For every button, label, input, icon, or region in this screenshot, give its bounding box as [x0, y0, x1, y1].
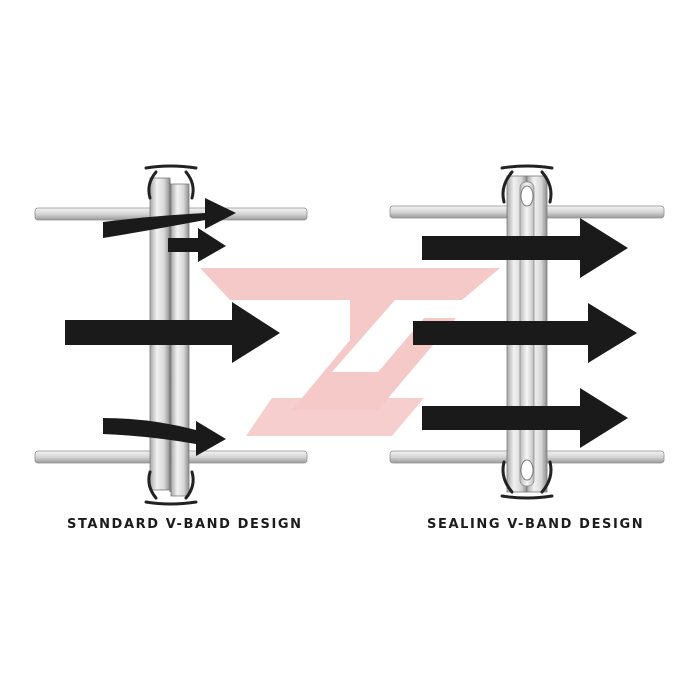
sealing-vband-caption: SEALING V-BAND DESIGN	[427, 517, 645, 532]
sealing-vband-illustration	[389, 164, 665, 500]
left-clamp	[144, 164, 198, 506]
left-flow-arrows	[65, 198, 280, 456]
flow-arrow-upper-small	[168, 228, 226, 262]
seal-ring-top	[520, 185, 534, 207]
watermark-logo	[200, 268, 500, 436]
leak-arrow-top	[103, 198, 236, 238]
standard-vband-illustration	[34, 164, 308, 506]
seal-ring-bottom	[520, 459, 534, 481]
flow-arrow-lower	[103, 418, 226, 456]
right-clamp	[500, 164, 554, 500]
right-flow-arrows	[413, 218, 637, 448]
sealed-arrow-middle	[413, 303, 637, 363]
sealed-arrow-top	[422, 218, 628, 278]
sealed-arrow-bottom	[422, 388, 628, 448]
flow-arrow-middle	[65, 302, 280, 363]
standard-vband-caption: STANDARD V-BAND DESIGN	[67, 517, 303, 532]
